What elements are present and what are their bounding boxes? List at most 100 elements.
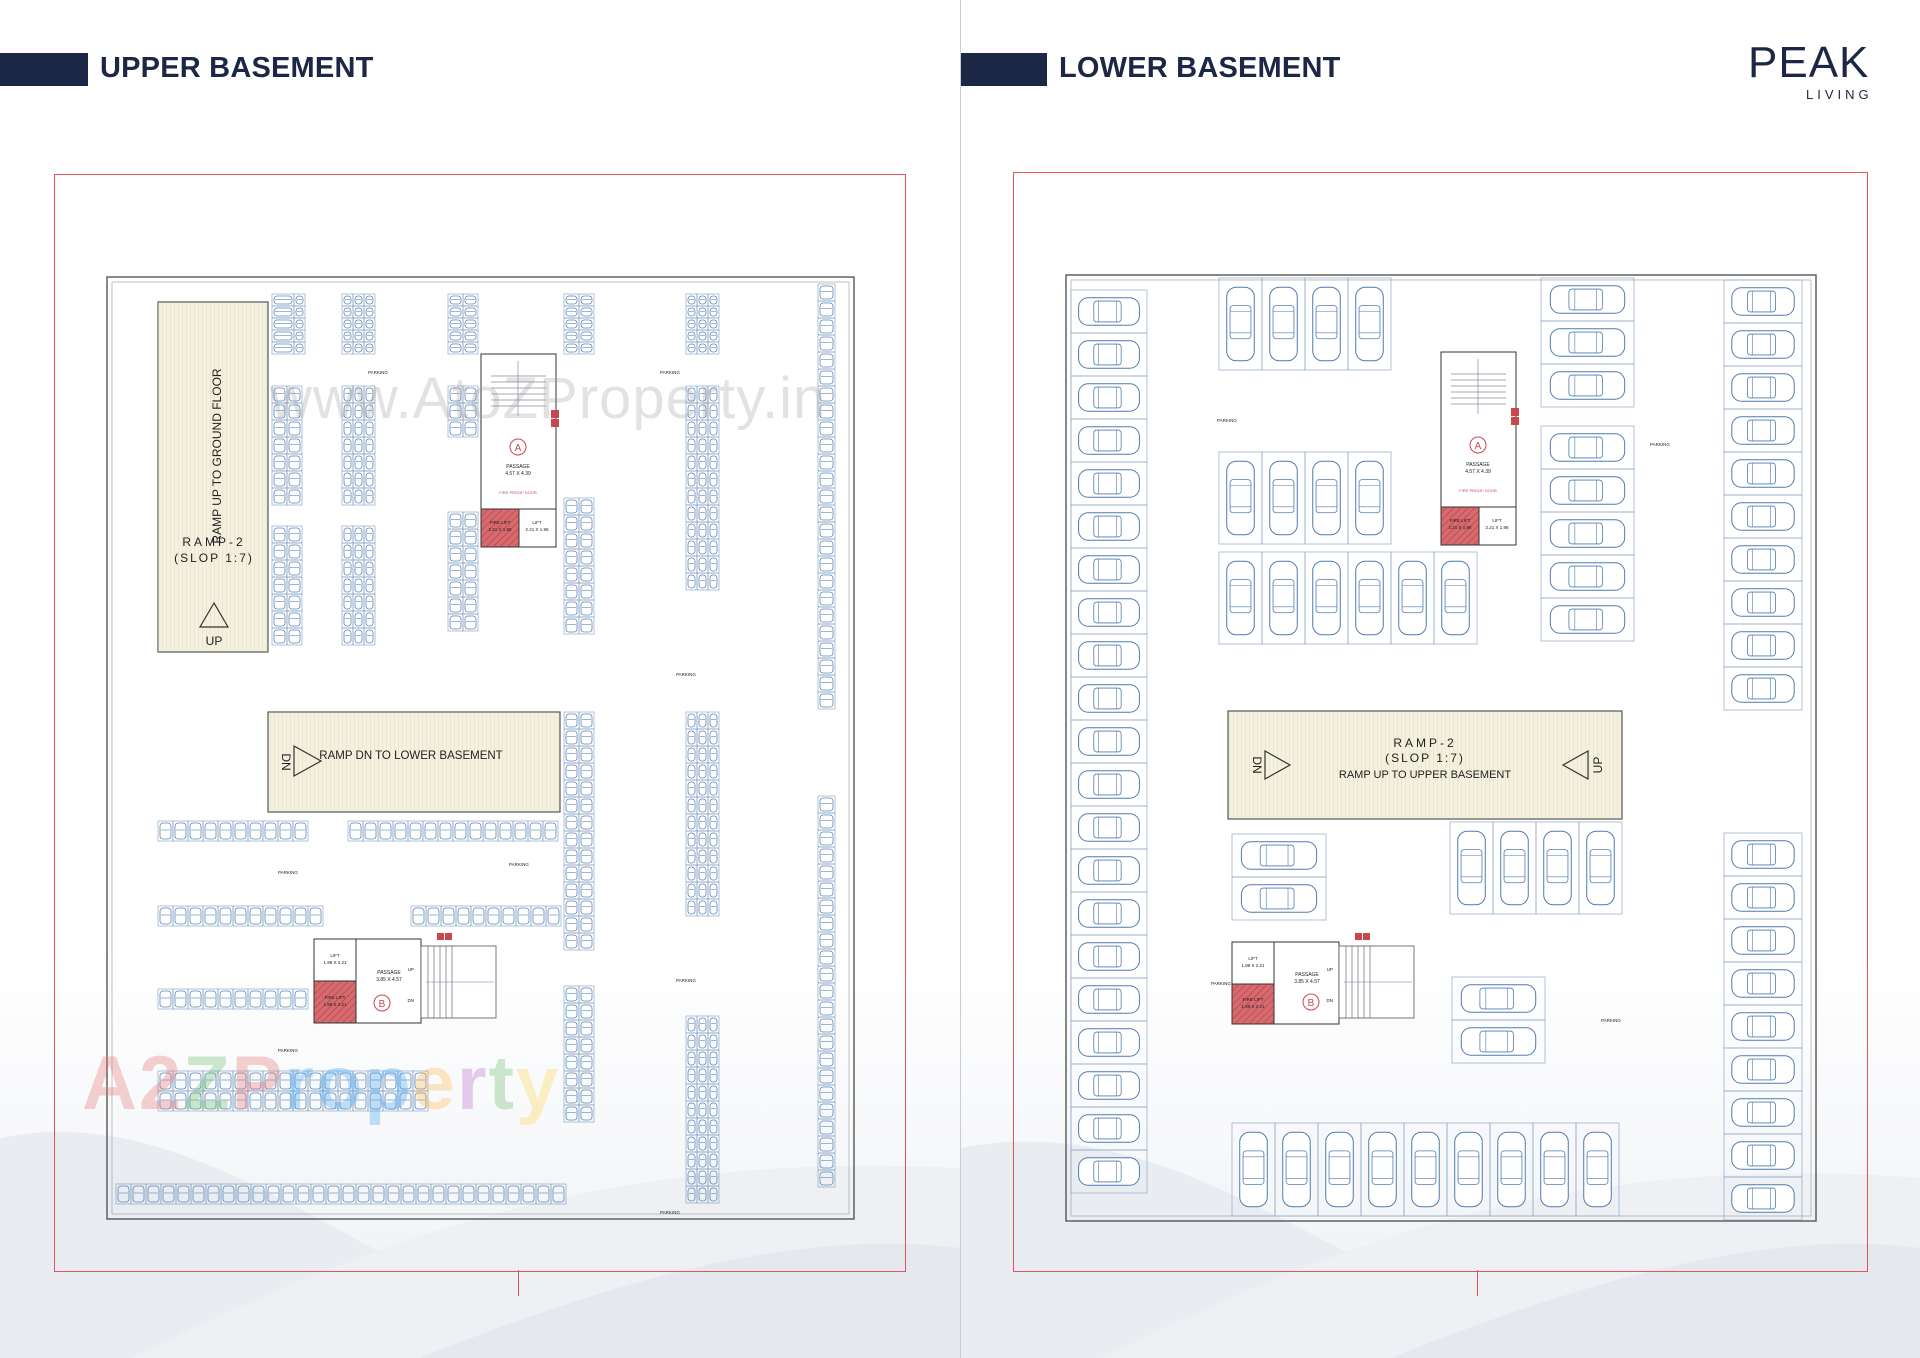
parking-bay xyxy=(157,988,174,1010)
parking-bay xyxy=(1540,277,1635,322)
parking-bay xyxy=(1360,1122,1405,1217)
parking-bay xyxy=(232,820,249,842)
parking-bay xyxy=(696,538,709,557)
parking-bay xyxy=(460,1183,477,1205)
parking-bay xyxy=(247,820,264,842)
parking-bay xyxy=(578,1070,595,1089)
parking-bay xyxy=(1347,451,1392,545)
parking-bay xyxy=(341,419,354,438)
parking-bay xyxy=(1070,547,1148,592)
parking-bay xyxy=(160,1183,177,1205)
parking-bay xyxy=(352,317,365,331)
parking-bay xyxy=(1723,918,1803,963)
svg-text:1.98 X 2.21: 1.98 X 2.21 xyxy=(1241,963,1265,968)
parking-bay xyxy=(271,627,288,646)
parking-bay xyxy=(286,470,303,489)
parking-label: PARKING xyxy=(1650,442,1670,447)
parking-bay xyxy=(363,305,376,319)
parking-bay xyxy=(685,521,698,540)
parking-bay xyxy=(341,487,354,506)
parking-bay xyxy=(232,905,249,927)
parking-bay xyxy=(817,1016,836,1035)
parking-bay xyxy=(817,453,836,472)
parking-bay xyxy=(685,762,698,781)
parking-bay xyxy=(578,293,595,307)
parking-bay xyxy=(817,1033,836,1052)
upper-basement-plan: RAMP UP TO GROUND FLOOR RAMP-2 (SLOP 1:7… xyxy=(106,276,855,1220)
parking-bay xyxy=(696,419,709,438)
parking-label: PARKING xyxy=(660,1210,680,1215)
parking-bay xyxy=(707,847,720,866)
ramp-down-lower-basement: RAMP DN TO LOWER BASEMENT DN xyxy=(267,711,561,813)
parking-bay xyxy=(685,385,698,404)
parking-bay xyxy=(470,905,487,927)
parking-bay xyxy=(707,1049,720,1068)
parking-bay xyxy=(202,1090,219,1112)
svg-text:DN: DN xyxy=(1327,998,1334,1003)
parking-bay xyxy=(277,988,294,1010)
parking-bay xyxy=(707,1015,720,1034)
ramp-arrow-icon xyxy=(293,744,323,778)
parking-bay xyxy=(322,1070,339,1092)
parking-bay xyxy=(696,813,709,832)
parking-bay xyxy=(422,820,439,842)
parking-bay xyxy=(232,988,249,1010)
parking-bay xyxy=(817,572,836,591)
parking-bay xyxy=(578,317,595,331)
parking-bay xyxy=(293,293,306,307)
ramp-2: RAMP-2 (SLOP 1:7) RAMP UP TO UPPER BASEM… xyxy=(1227,710,1623,820)
parking-bay xyxy=(1535,821,1580,915)
parking-bay xyxy=(1070,977,1148,1022)
parking-bay xyxy=(341,293,354,307)
parking-bay xyxy=(1070,1106,1148,1151)
parking-bay xyxy=(447,317,464,331)
parking-bay xyxy=(563,847,580,866)
parking-bay xyxy=(707,572,720,591)
parking-bay xyxy=(352,385,365,404)
page-title: LOWER BASEMENT xyxy=(1059,52,1341,84)
parking-bay xyxy=(1218,551,1263,645)
parking-bay xyxy=(271,559,288,578)
parking-bay xyxy=(271,470,288,489)
parking-bay xyxy=(352,1070,369,1092)
svg-text:FIRE LIFT: FIRE LIFT xyxy=(490,520,511,525)
parking-bay xyxy=(271,542,288,561)
parking-bay xyxy=(685,572,698,591)
parking-bay xyxy=(217,1090,234,1112)
parking-label: PARKING xyxy=(1217,418,1237,423)
parking-bay xyxy=(497,820,514,842)
parking-bay xyxy=(817,914,836,933)
parking-bay xyxy=(696,1015,709,1034)
parking-bay xyxy=(563,915,580,934)
parking-bay xyxy=(563,599,580,618)
parking-bay xyxy=(262,988,279,1010)
parking-bay xyxy=(447,329,464,343)
ramp-up-ground-floor: RAMP UP TO GROUND FLOOR RAMP-2 (SLOP 1:7… xyxy=(157,301,269,653)
parking-bay xyxy=(817,674,836,693)
parking-bay xyxy=(352,329,365,343)
parking-bay xyxy=(295,1183,312,1205)
parking-bay xyxy=(707,329,720,343)
parking-bay xyxy=(175,1183,192,1205)
parking-bay xyxy=(578,779,595,798)
parking-bay xyxy=(578,531,595,550)
parking-bay xyxy=(578,1036,595,1055)
parking-bay xyxy=(482,820,499,842)
parking-bay xyxy=(187,1090,204,1112)
parking-bay xyxy=(1449,821,1494,915)
parking-bay xyxy=(817,965,836,984)
parking-bay xyxy=(817,999,836,1018)
parking-bay xyxy=(1723,1047,1803,1092)
logo-word: PEAK xyxy=(1748,38,1870,87)
parking-bay xyxy=(425,905,442,927)
parking-bay xyxy=(1070,719,1148,764)
parking-bay xyxy=(563,531,580,550)
parking-bay xyxy=(563,565,580,584)
parking-bay xyxy=(232,1090,249,1112)
parking-bay xyxy=(447,528,464,547)
parking-bay xyxy=(447,419,464,438)
parking-bay xyxy=(1578,821,1623,915)
parking-bay xyxy=(292,905,309,927)
plan-frame xyxy=(1013,172,1868,1272)
parking-bay xyxy=(563,985,580,1004)
